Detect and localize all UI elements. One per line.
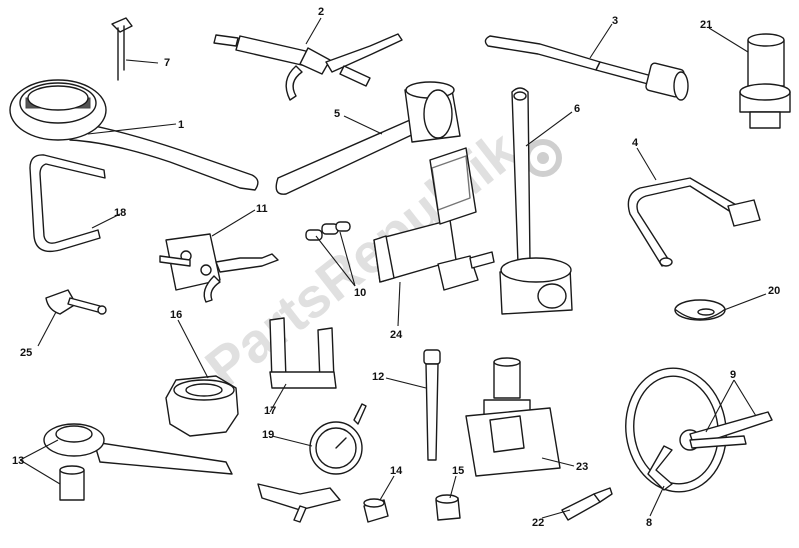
callout-19: 19: [262, 429, 274, 441]
callout-14: 14: [390, 465, 403, 477]
part-25-clamp: [45, 289, 107, 315]
part-3-probe: [484, 35, 689, 101]
callout-9: 9: [730, 369, 736, 381]
callout-25: 25: [20, 347, 32, 359]
part-20-washer: [674, 299, 726, 321]
callout-11: 11: [256, 203, 268, 215]
callout-22: 22: [532, 517, 544, 529]
callout-24: 24: [390, 329, 403, 341]
callout-12: 12: [372, 371, 384, 383]
callout-10: 10: [354, 287, 366, 299]
part-19-dial-gauge: [257, 403, 367, 523]
callout-8: 8: [646, 517, 652, 529]
part-13-spanner: [43, 423, 233, 501]
part-14-nut: [363, 498, 389, 523]
callout-17: 17: [264, 405, 276, 417]
part-21-cylinder: [739, 33, 791, 129]
part-10-links: [305, 221, 351, 241]
callouts: 7 1 2 3 21 5 6 4 20 18 11 10 24 25 16 17…: [12, 6, 780, 529]
callout-5: 5: [334, 108, 340, 120]
part-23-puller: [465, 357, 561, 477]
part-24-box: [373, 147, 495, 291]
callout-18: 18: [114, 207, 126, 219]
callout-2: 2: [318, 6, 324, 18]
part-1-ring-spanner: [9, 79, 259, 191]
watermark-gear-icon: [524, 139, 562, 177]
callout-20: 20: [768, 285, 780, 297]
callout-4: 4: [632, 137, 639, 149]
callout-13: 13: [12, 455, 24, 467]
part-4-bent-hook: [627, 177, 761, 267]
callout-1: 1: [178, 119, 184, 131]
callout-23: 23: [576, 461, 588, 473]
part-22-pin: [561, 487, 613, 521]
part-16-socket: [165, 375, 239, 437]
part-11-bracket: [159, 233, 279, 303]
leader-lines: [19, 17, 767, 519]
part-2-tube-tool: [213, 33, 403, 101]
part-5-drum-wrench: [275, 81, 461, 195]
callout-6: 6: [574, 103, 580, 115]
part-15-cap: [435, 494, 461, 521]
part-18-bent-rod: [29, 154, 106, 253]
callout-3: 3: [612, 15, 618, 27]
part-6-bar-socket: [499, 87, 573, 315]
callout-7: 7: [164, 57, 170, 69]
callout-16: 16: [170, 309, 182, 321]
callout-21: 21: [700, 19, 712, 31]
part-8-9-degree-wheel: [625, 367, 773, 493]
part-12-long-pin: [423, 349, 441, 461]
part-7-pin: [111, 17, 133, 81]
callout-15: 15: [452, 465, 464, 477]
part-17-frame: [269, 317, 337, 389]
